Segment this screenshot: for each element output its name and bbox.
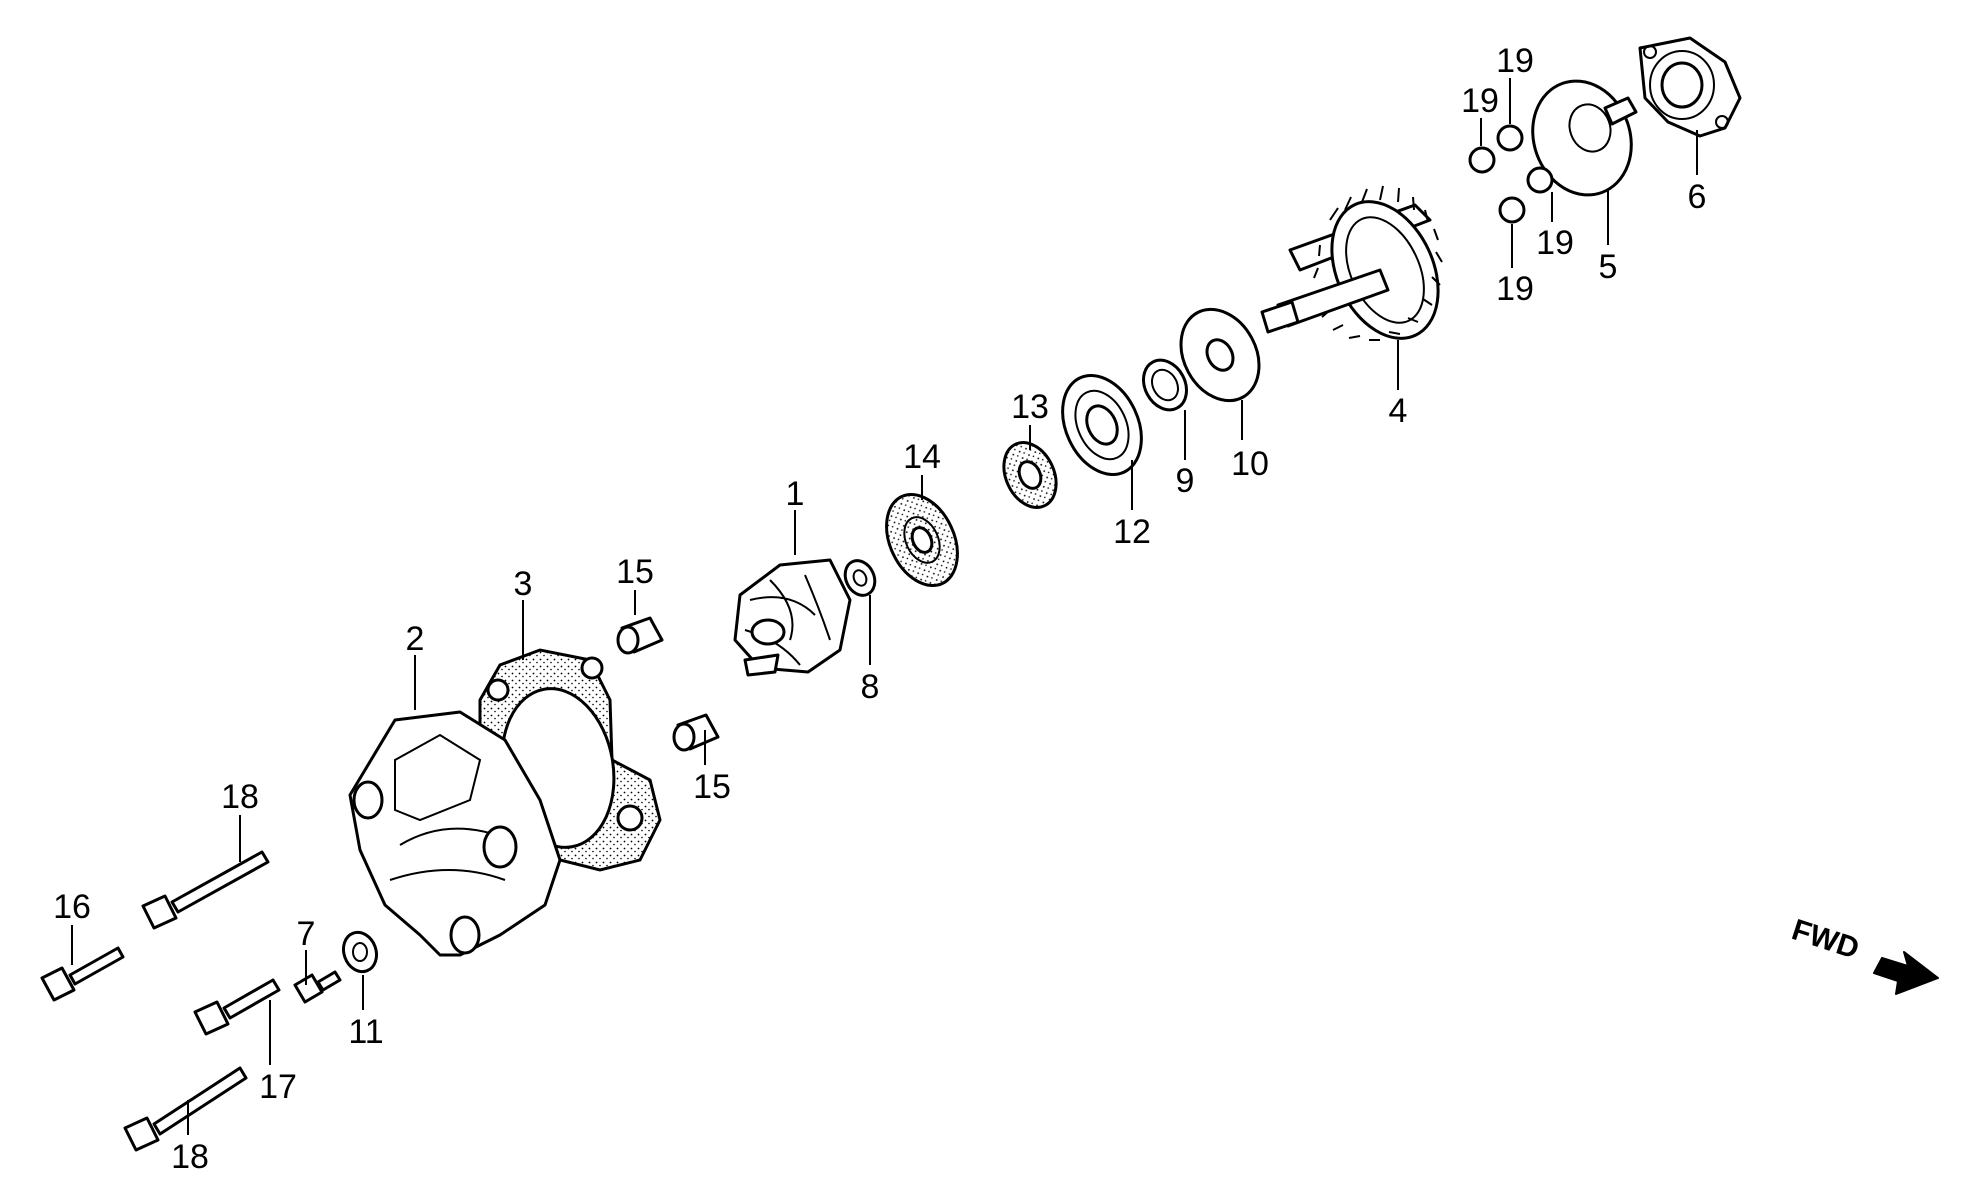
callout-9: 9 — [1176, 462, 1195, 500]
callout-3: 3 — [514, 565, 533, 603]
arrow-right-icon — [1873, 951, 1939, 995]
part-12-ball-bearing — [1061, 373, 1143, 477]
callout-labels: 1 2 3 4 5 6 7 8 9 10 11 12 13 14 15 15 1… — [53, 42, 1706, 1176]
leader-lines — [71, 78, 1698, 1135]
part-18-long-bolt-upper — [141, 850, 270, 930]
callout-19-d: 19 — [1496, 270, 1534, 308]
part-13-oil-seal — [1002, 441, 1058, 509]
part-19-o-rings — [1468, 124, 1554, 224]
part-14-mechanical-seal — [885, 492, 959, 588]
part-10-washer — [1179, 307, 1261, 403]
callout-14: 14 — [903, 438, 941, 476]
callout-16: 16 — [53, 888, 91, 926]
callout-18-lower: 18 — [171, 1138, 209, 1176]
callout-7: 7 — [297, 915, 316, 953]
callout-19-a: 19 — [1461, 82, 1499, 120]
part-5-dome-cover — [1531, 79, 1638, 197]
callout-10: 10 — [1231, 445, 1269, 483]
part-6-pump-cover-plate — [1638, 36, 1742, 138]
callout-2: 2 — [406, 620, 425, 658]
callout-13: 13 — [1011, 388, 1049, 426]
callout-15-lower: 15 — [693, 768, 731, 806]
part-17-bolt — [193, 978, 281, 1036]
part-2-water-pump-housing — [348, 710, 562, 957]
callout-15-upper: 15 — [616, 553, 654, 591]
part-1-impeller — [733, 558, 852, 677]
part-8-small-washer — [843, 559, 877, 597]
callout-18-upper: 18 — [221, 778, 259, 816]
callout-11: 11 — [348, 1013, 383, 1051]
callout-6: 6 — [1688, 178, 1707, 216]
callout-1: 1 — [786, 475, 805, 513]
part-16-flange-bolt — [40, 946, 125, 1002]
part-7-short-bolt — [293, 970, 342, 1004]
callout-19-c: 19 — [1536, 224, 1574, 262]
part-15-dowel-pins — [616, 616, 720, 752]
callout-12: 12 — [1113, 513, 1151, 551]
callout-19-b: 19 — [1496, 42, 1534, 80]
callout-17: 17 — [259, 1068, 297, 1106]
fwd-label: FWD — [1788, 913, 1863, 965]
part-4-gear-shaft — [1260, 185, 1443, 341]
callout-8: 8 — [861, 668, 880, 706]
callout-5: 5 — [1599, 248, 1618, 286]
callout-4: 4 — [1389, 392, 1408, 430]
part-11-washer — [341, 930, 379, 974]
part-9-seal-ring — [1142, 358, 1188, 412]
forward-direction-indicator: FWD — [1788, 913, 1939, 995]
part-18-long-bolt-lower — [123, 1066, 248, 1152]
